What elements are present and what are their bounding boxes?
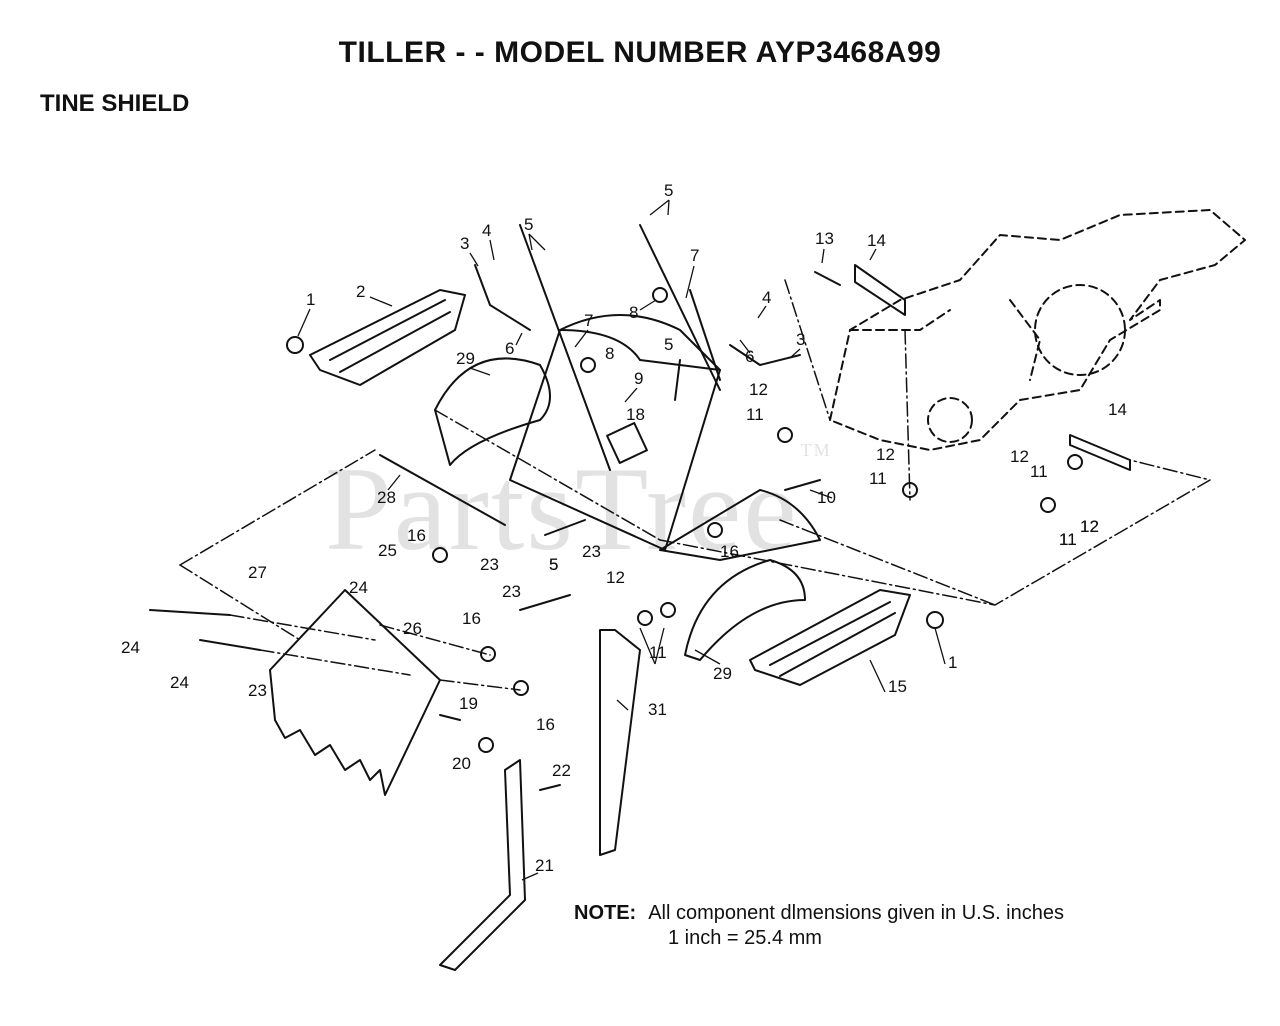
callout-11d: 11 [1030,462,1048,481]
callout-24c: 24 [170,673,189,692]
callout-18: 18 [626,405,645,424]
part-14-bracket-right [1069,434,1131,471]
callout-31: 31 [648,700,667,719]
callout-23b: 23 [582,542,601,561]
callout-16d: 16 [720,542,739,561]
callout-10: 10 [817,488,836,507]
callout-16a: 16 [407,526,426,545]
callout-4a: 4 [482,221,491,240]
watermark-text: PartsTree [325,442,799,575]
part-7-rod-left [519,224,611,471]
callout-12f: 12 [1080,517,1099,536]
callout-1a: 1 [306,290,315,309]
part-15-side-plate [749,589,911,686]
callout-23a: 23 [480,555,499,574]
callout-27: 24 [349,578,368,597]
callout-12e: 12 [1080,517,1099,536]
callout-5e: 5 [549,555,558,574]
callout-1b: 1 [948,653,957,672]
part-7-rod-right-b [689,289,721,381]
callouts: 1 2 3 4 5 5 5 6 7 8 8 5 9 18 7 6 4 3 13 … [121,181,1127,875]
callout-5a: 5 [524,215,533,234]
callout-13: 13 [815,229,834,248]
callout-12a: 12 [606,568,625,587]
callout-11b: 11 [746,405,764,424]
part-27-deflector [269,589,441,796]
part-3-lever-right [729,344,801,366]
callout-16b: 16 [462,609,481,628]
part-2-side-plate [309,289,466,386]
callout-26: 26 [403,619,422,638]
section-title: TINE SHIELD [40,90,190,117]
callout-8a: 8 [605,344,614,363]
callout-2: 2 [356,282,365,301]
nuts [286,287,1083,753]
note: NOTE: All component dlmensions given in U… [574,902,1064,949]
callout-22: 22 [552,761,571,780]
part-7-rod-right [639,224,721,391]
callout-23c: 27 [248,563,267,582]
callout-6a: 6 [505,339,514,358]
callout-12d: 12 [1010,447,1029,466]
part-14-bracket-top [854,264,906,316]
callout-4b: 4 [762,288,771,307]
callout-25: 25 [378,541,397,560]
assembly-lines [179,279,1211,691]
callout-19: 19 [459,694,478,713]
callout-29a: 29 [456,349,475,368]
callout-11f: 11 [1059,530,1077,549]
callout-16c: 16 [536,715,555,734]
callout-14a: 14 [867,231,886,250]
part-31-strap [599,629,641,856]
part-29-left-shield [434,357,551,466]
part-28-rod [379,454,506,526]
callout-21: 21 [535,856,554,875]
callout-11c: 11 [869,469,887,488]
callout-5d: 5 [549,555,558,574]
callout-3a: 3 [460,234,469,253]
callout-12c: 12 [876,445,895,464]
engine-frame [829,209,1246,451]
note-text-line2: 1 inch = 25.4 mm [668,927,822,949]
callout-29b: 29 [713,664,732,683]
part-29-right-shield [684,559,806,661]
callout-20: 20 [452,754,471,773]
note-text-line1: All component dlmensions given in U.S. i… [648,902,1064,924]
callout-11e: 11 [1059,530,1077,549]
callout-24a: 23 [502,582,521,601]
part-3-lever-left [474,264,531,331]
note-label: NOTE: [574,902,637,924]
part-9-tine-shield [509,314,721,551]
callout-6b: 6 [745,347,754,366]
watermark-tm: TM [800,440,832,460]
callout-7a: 7 [584,311,593,330]
callout-3b: 3 [796,330,805,349]
callout-24b: 24 [121,638,140,657]
callout-7b: 7 [690,246,699,265]
callout-5b: 5 [664,181,673,200]
callout-5c: 5 [664,335,673,354]
callout-12b: 12 [749,380,768,399]
callout-8b: 8 [629,303,638,322]
leader-lines [297,199,946,881]
callout-15: 15 [888,677,907,696]
callout-28: 28 [377,488,396,507]
note-line1-row: NOTE: All component dlmensions given in U… [574,902,1064,925]
page-title: TILLER - - MODEL NUMBER AYP3468A99 [338,36,942,69]
callout-9: 9 [634,369,643,388]
callout-23d: 23 [248,681,267,700]
callout-14b: 14 [1108,400,1127,419]
part-21-depth-bar [439,759,526,971]
bolts [149,271,841,791]
part-10-flap [659,489,821,561]
